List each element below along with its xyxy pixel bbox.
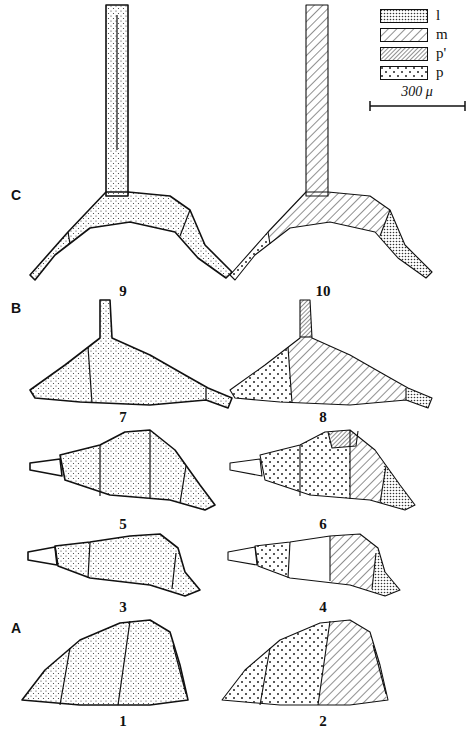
legend-swatch bbox=[380, 66, 428, 80]
scale-label: 300 μ bbox=[401, 85, 433, 99]
legend-swatch bbox=[380, 47, 428, 61]
figure-number: 9 bbox=[119, 284, 127, 299]
figure-number: 1 bbox=[119, 714, 127, 729]
legend-row: m bbox=[380, 25, 448, 44]
legend-swatch bbox=[380, 9, 428, 23]
figure-number: 5 bbox=[119, 517, 127, 532]
series-letter: B bbox=[11, 301, 21, 315]
legend-text: l bbox=[436, 8, 440, 23]
figure-number: 2 bbox=[319, 714, 327, 729]
figure-number: 3 bbox=[119, 600, 127, 615]
figure-number: 8 bbox=[319, 410, 327, 425]
legend-text: p' bbox=[436, 46, 446, 61]
legend-text: p bbox=[436, 65, 444, 80]
legend-row: l bbox=[380, 6, 448, 25]
legend-row: p' bbox=[380, 44, 448, 63]
legend-row: p bbox=[380, 63, 448, 82]
figure-number: 7 bbox=[119, 410, 127, 425]
stippled-cells bbox=[0, 0, 240, 720]
series-letter: C bbox=[11, 188, 21, 202]
legend-swatch bbox=[380, 28, 428, 42]
legend-text: m bbox=[436, 27, 448, 42]
figure-number: 6 bbox=[319, 517, 327, 532]
figure-number: 4 bbox=[319, 600, 327, 615]
scale-bar bbox=[370, 101, 465, 111]
series-letter: A bbox=[11, 621, 21, 635]
figure-number: 10 bbox=[316, 284, 331, 299]
region-maps bbox=[200, 0, 440, 720]
